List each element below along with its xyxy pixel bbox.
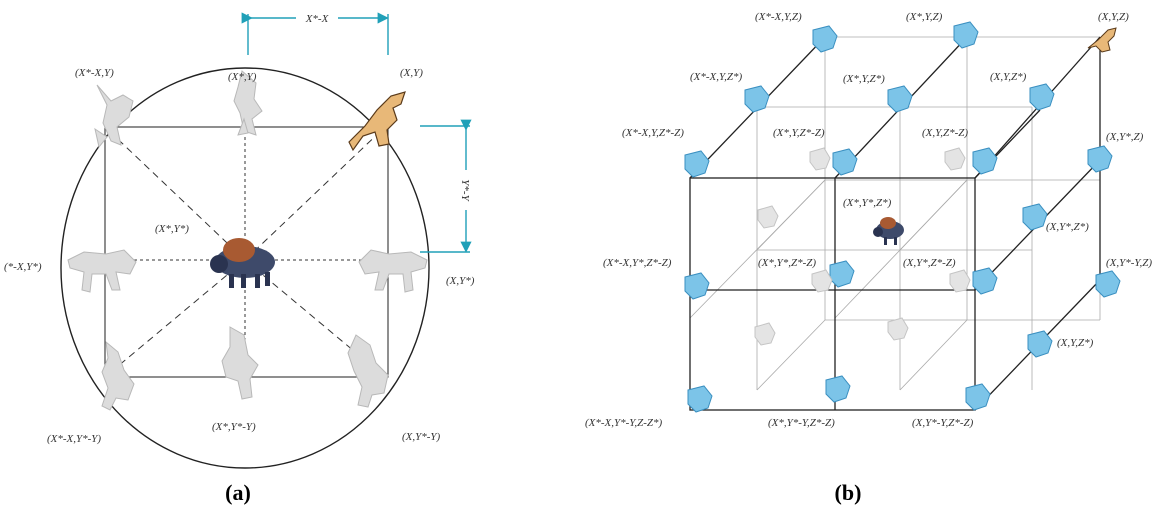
wolf-icon <box>887 317 909 341</box>
alpha-wolf-icon <box>348 91 406 152</box>
label-b7: (X*-X,Y,Z*-Z) <box>622 127 684 139</box>
wolf-icon <box>1027 330 1053 358</box>
wolf-icon <box>754 322 776 346</box>
wolf-icon <box>221 326 259 400</box>
wolf-icon <box>944 147 966 171</box>
wolf-icon <box>1095 270 1121 298</box>
label-top-left: (X*-X,Y) <box>75 67 114 79</box>
wolf-icon <box>744 85 770 113</box>
label-b15: (X,Y*,Z*-Z) <box>903 257 956 269</box>
label-mid-left: (*-X,Y*) <box>4 261 42 273</box>
wolf-icon <box>949 269 971 293</box>
wolf-icon <box>101 340 135 411</box>
label-b17: (X,Y,Z*) <box>1057 337 1094 349</box>
search-circle <box>60 67 430 469</box>
label-b11: (X*,Y*,Z*) <box>843 197 892 209</box>
label-b3: (X,Y,Z) <box>1098 11 1129 23</box>
label-b13: (X*-X,Y*,Z*-Z) <box>603 257 672 269</box>
caption-b: (b) <box>835 480 862 505</box>
label-b2: (X*,Y,Z) <box>906 11 943 23</box>
wolf-icon <box>1022 203 1048 231</box>
alpha-wolf-icon <box>1087 27 1117 53</box>
wolf-icon <box>358 249 428 293</box>
label-top-mid: (X*,Y) <box>228 71 257 83</box>
wolf-icon <box>887 85 913 113</box>
label-mid-right: (X,Y*) <box>446 275 475 287</box>
wolf-icon <box>972 267 998 295</box>
wolf-icon <box>812 25 838 53</box>
label-bottom-mid: (X*,Y*-Y) <box>212 421 256 433</box>
wolf-icon <box>953 21 979 49</box>
wolf-icon <box>94 84 134 149</box>
label-b18: (X*-X,Y*-Y,Z-Z*) <box>585 417 663 429</box>
label-bottom-right: (X,Y*-Y) <box>402 431 441 443</box>
panel-a: X*-X Y*-Y <box>4 11 475 505</box>
label-b4: (X*-X,Y,Z*) <box>690 71 742 83</box>
side-dimension-label: Y*-Y <box>459 179 471 202</box>
label-b20: (X,Y*-Y,Z*-Z) <box>912 417 974 429</box>
wolf-icon <box>347 334 389 408</box>
bison-icon <box>873 217 904 245</box>
label-b16: (X,Y*-Y,Z) <box>1106 257 1152 269</box>
label-b5: (X*,Y,Z*) <box>843 73 885 85</box>
wolf-icon <box>684 150 710 178</box>
bison-icon <box>210 238 275 288</box>
wolf-icon <box>1029 83 1055 111</box>
wolf-icon <box>233 70 263 136</box>
hidden-wolves <box>754 147 971 346</box>
label-b12: (X,Y*,Z*) <box>1046 221 1089 233</box>
wolf-icon <box>811 269 833 293</box>
wolf-icon <box>829 260 855 288</box>
wolf-icon <box>972 147 998 175</box>
wolf-icon <box>965 383 991 411</box>
caption-a: (a) <box>225 480 251 505</box>
wolf-icon <box>832 148 858 176</box>
wolf-icon <box>67 249 137 293</box>
label-b1: (X*-X,Y,Z) <box>755 11 802 23</box>
label-b6: (X,Y,Z*) <box>990 71 1027 83</box>
label-top-right: (X,Y) <box>400 67 423 79</box>
label-b9: (X,Y,Z*-Z) <box>922 127 968 139</box>
panel-b: (X*-X,Y,Z) (X*,Y,Z) (X,Y,Z) (X*-X,Y,Z*) … <box>585 11 1152 505</box>
label-center: (X*,Y*) <box>155 223 189 235</box>
blue-wolves <box>684 21 1121 413</box>
label-b14: (X*,Y*,Z*-Z) <box>758 257 816 269</box>
wolf-icon <box>825 375 851 403</box>
label-bottom-left: (X*-X,Y*-Y) <box>47 433 101 445</box>
wolf-icon <box>809 147 831 171</box>
wolf-icon <box>687 385 713 413</box>
wolf-icon <box>757 205 779 229</box>
top-dimension-label: X*-X <box>305 13 330 25</box>
label-b10: (X,Y*,Z) <box>1106 131 1144 143</box>
label-b19: (X*,Y*-Y,Z*-Z) <box>768 417 835 429</box>
wolf-icon <box>684 272 710 300</box>
top-dimension-arrow: X*-X <box>241 11 389 55</box>
wolf-icon <box>1087 145 1113 173</box>
label-b8: (X*,Y,Z*-Z) <box>773 127 825 139</box>
side-dimension-arrow: Y*-Y <box>420 119 473 253</box>
